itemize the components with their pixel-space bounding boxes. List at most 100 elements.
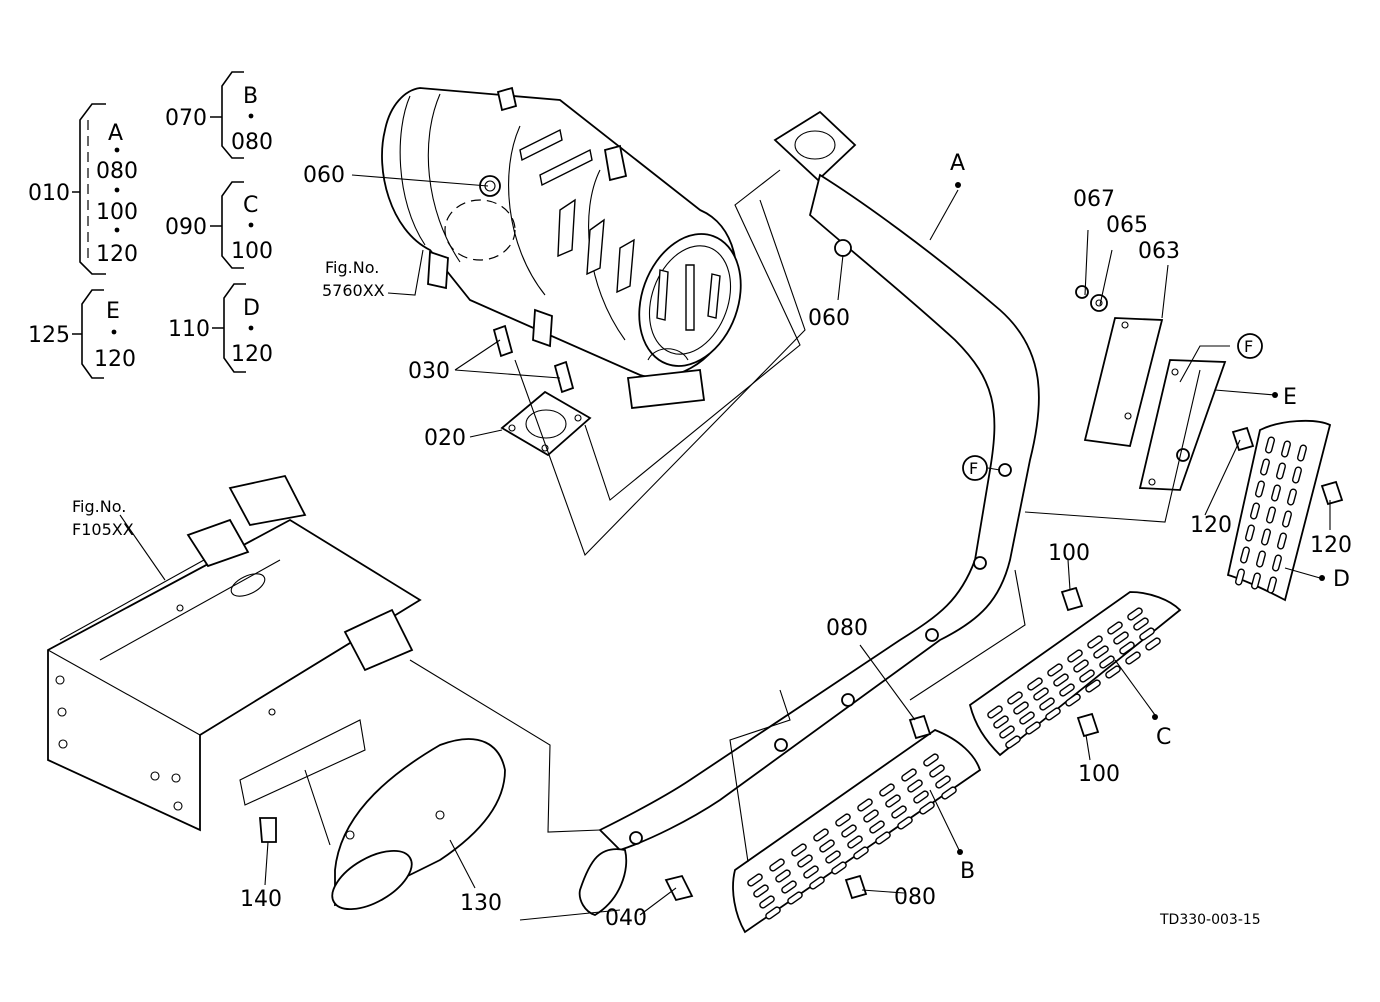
perforation-slot	[1033, 687, 1049, 701]
perforation-slot	[1099, 655, 1115, 669]
perforation-slot	[847, 835, 863, 849]
callout-f-bracket: F	[1244, 337, 1253, 356]
figref-muffler-line1: Fig.No.	[325, 258, 379, 277]
group-090: 090 C 100	[165, 181, 273, 269]
perforation-slot	[1250, 502, 1260, 520]
perforation-slot	[797, 854, 813, 868]
group-010-item-080: 080	[96, 159, 138, 184]
perforation-slot	[1039, 697, 1055, 711]
perforation-slot	[1025, 721, 1041, 735]
perforation-slot	[1235, 568, 1245, 586]
perforation-slot	[1027, 677, 1043, 691]
figref-frame-line1: Fig.No.	[72, 497, 126, 516]
perforation-slot	[863, 809, 879, 823]
callouts: 060 Fig.No. 5760XX 030 020 060 A F F 067…	[72, 151, 1352, 931]
perforation-slot	[929, 764, 945, 778]
perforation-slot	[765, 906, 781, 920]
perforation-slot	[993, 715, 1009, 729]
perforation-slot	[1240, 546, 1250, 564]
callout-140: 140	[240, 887, 282, 912]
perforation-slot	[1267, 576, 1277, 594]
callout-080-bottom: 080	[894, 885, 936, 910]
perforation-slot	[1127, 607, 1143, 621]
perforation-slot	[1059, 683, 1075, 697]
perforation-slot	[1073, 659, 1089, 673]
callout-f-bracket-circle	[1237, 333, 1263, 359]
perforation-slot	[769, 858, 785, 872]
group-010-item-100: 100	[96, 200, 138, 225]
group-125-item-e: E	[106, 299, 120, 324]
group-070: 070 B 080	[165, 71, 273, 159]
callout-040: 040	[605, 906, 647, 931]
gasket-route-line	[514, 199, 806, 557]
callout-120-left: 120	[1190, 513, 1232, 538]
group-070-item-080: 080	[231, 130, 273, 155]
callout-e: E	[1283, 385, 1297, 410]
group-125: 125 E 120	[28, 289, 136, 379]
group-125-item-120: 120	[94, 347, 136, 372]
perforation-slot	[1251, 572, 1261, 590]
perforation-slot	[869, 820, 885, 834]
group-010-item-a: A	[108, 121, 123, 146]
perforation-slot	[923, 753, 939, 767]
perforation-slot	[1282, 510, 1292, 528]
perforation-slot	[825, 850, 841, 864]
figref-frame-line2: F105XX	[72, 520, 134, 539]
figref-muffler-line2: 5760XX	[322, 281, 385, 300]
perforation-slot	[791, 843, 807, 857]
callout-030: 030	[408, 359, 450, 384]
perforation-slot	[1260, 458, 1270, 476]
perforation-slot	[1281, 440, 1291, 458]
perforation-slot	[1277, 532, 1287, 550]
perforation-slot	[1065, 693, 1081, 707]
muffler-assembly	[381, 86, 742, 409]
tailpipe-cover-130	[331, 738, 506, 911]
callout-130: 130	[460, 891, 502, 916]
washer-067	[1075, 285, 1089, 299]
perforation-slot	[1266, 506, 1276, 524]
group-070-id: 070	[165, 106, 207, 131]
group-110-item-120: 120	[231, 342, 273, 367]
perforation-slot	[1139, 627, 1155, 641]
perforation-slot	[809, 876, 825, 890]
perforation-slot	[831, 861, 847, 875]
perforation-slot	[1145, 637, 1161, 651]
perforation-slot	[1045, 707, 1061, 721]
washer-065	[1090, 294, 1108, 312]
bracket-e	[1138, 359, 1227, 491]
callout-100-bottom: 100	[1078, 762, 1120, 787]
group-110-id: 110	[168, 317, 210, 342]
group-090-id: 090	[165, 215, 207, 240]
heat-guard-b	[732, 728, 982, 934]
perforation-slot	[1255, 480, 1265, 498]
drawing-code: TD330-003-15	[1159, 912, 1261, 928]
callout-080-top: 080	[826, 616, 868, 641]
perforation-slot	[1276, 462, 1286, 480]
callout-b: B	[960, 859, 975, 884]
perforation-slot	[1271, 484, 1281, 502]
perforation-slot	[1047, 663, 1063, 677]
perforation-slot	[875, 831, 891, 845]
group-010-id: 010	[28, 181, 70, 206]
exhaust-pipe-a	[578, 110, 1040, 916]
perforation-slot	[919, 801, 935, 815]
callout-063: 063	[1138, 239, 1180, 264]
perforation-slot	[841, 824, 857, 838]
machine-frame	[47, 474, 422, 832]
callout-f-pipe-circle	[962, 455, 988, 481]
callout-f-pipe: F	[969, 459, 978, 478]
perforation-slot	[803, 865, 819, 879]
perforation-slot	[1087, 635, 1103, 649]
perforation-slot	[1125, 651, 1141, 665]
perforation-slot	[835, 813, 851, 827]
perforation-slot	[853, 846, 869, 860]
perforation-slot	[1019, 711, 1035, 725]
perforation-slot	[1067, 649, 1083, 663]
muffler-route-line	[584, 169, 801, 501]
callout-020: 020	[424, 426, 466, 451]
perforation-slot	[941, 786, 957, 800]
perforation-slot	[753, 884, 769, 898]
leader-lines	[119, 174, 1331, 921]
bracket-063	[1083, 317, 1164, 447]
group-110: 110 D 120	[168, 283, 273, 373]
